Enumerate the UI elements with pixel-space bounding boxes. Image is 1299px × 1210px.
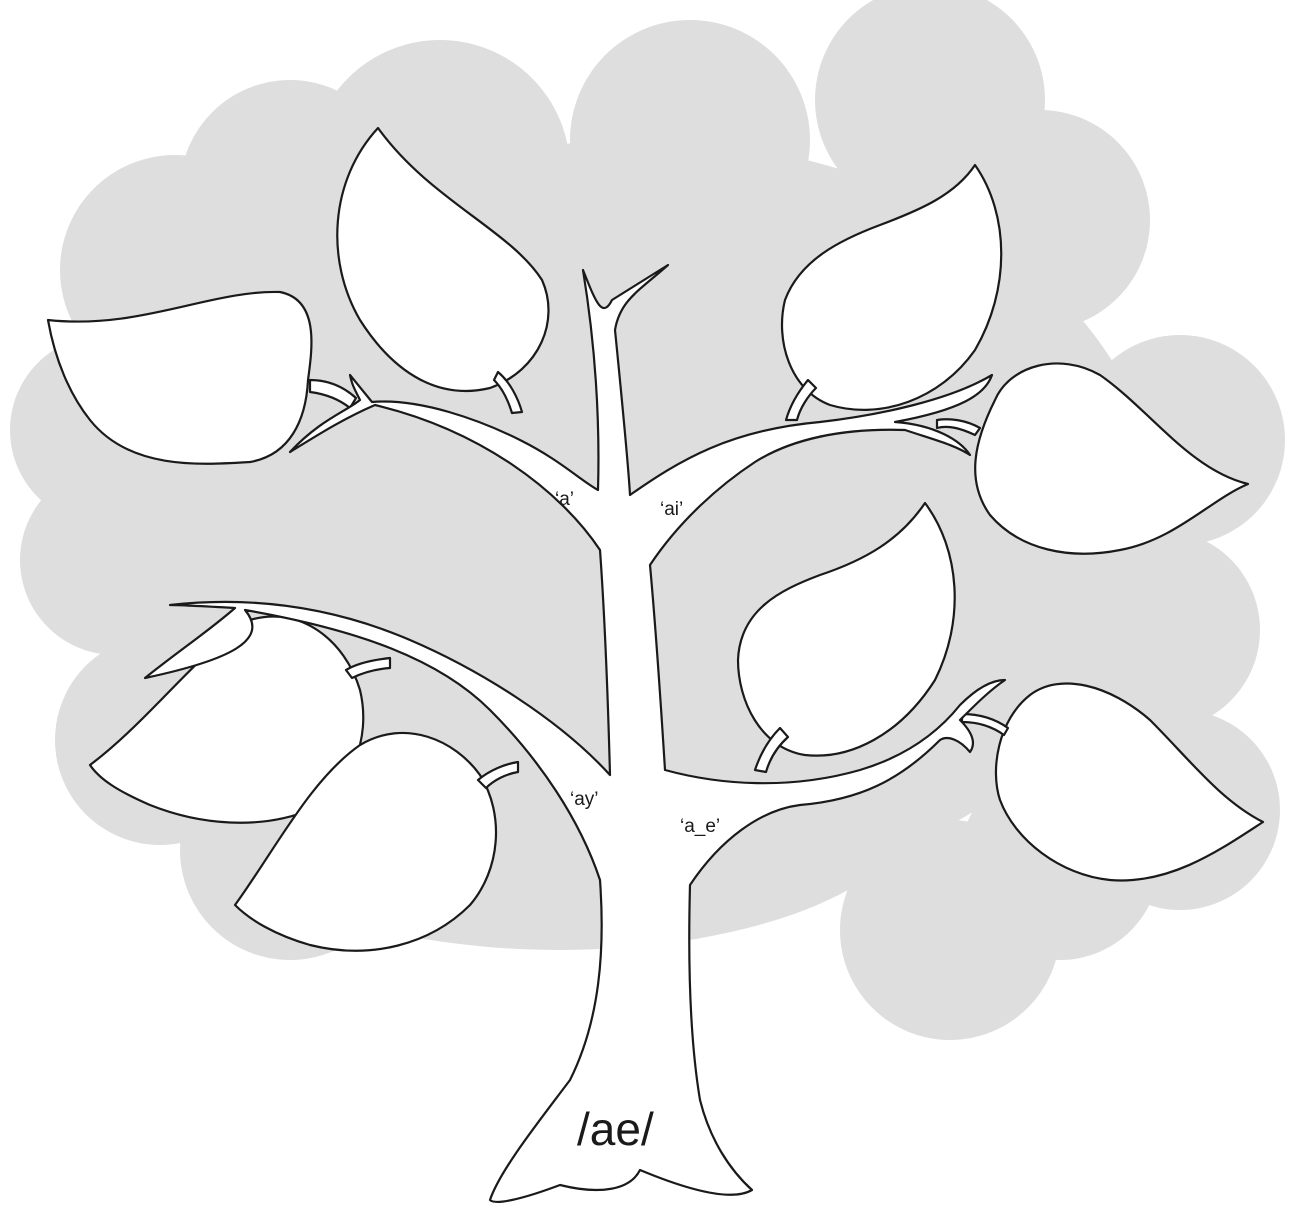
root-label: /ae/ [577,1103,654,1155]
branch-label-ai: ‘ai’ [660,499,683,520]
branch-label-ay: ‘ay’ [570,789,599,810]
branch-label-a: ‘a’ [555,489,574,510]
branch-label-a_e: ‘a_e’ [680,816,720,837]
